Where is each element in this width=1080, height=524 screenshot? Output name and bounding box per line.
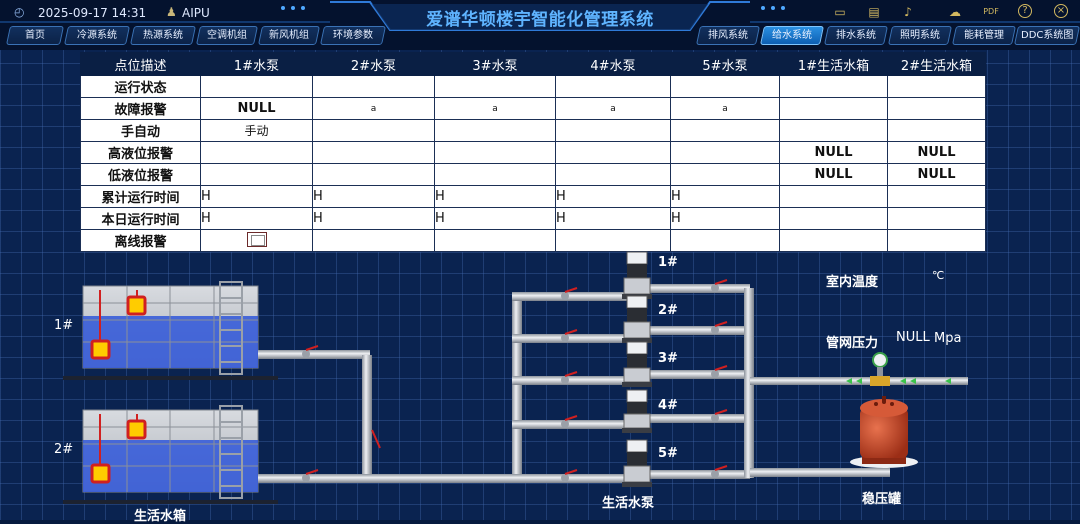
table-row: 运行状态 [80,75,986,98]
low-level-sensor-1[interactable] [90,339,111,360]
clock-icon: ◴ [14,5,25,19]
tank-1-label: 1# [54,318,74,333]
pressure-vessel[interactable] [850,396,918,468]
pdf-icon[interactable]: PDF [983,7,999,16]
top-bar: ◴ 2025-09-17 14:31 ♟ AIPU 爱谱华顿楼宇智能化管理系统 … [0,0,1080,50]
high-level-sensor-2[interactable] [126,419,147,440]
tank-2-label: 2# [54,442,74,457]
document-icon[interactable]: ▤ [868,5,880,19]
user-name: AIPU [182,6,210,20]
flow-arrows [846,378,951,384]
monitor-icon[interactable]: ▭ [834,5,846,19]
high-level-sensor-1[interactable] [126,295,147,316]
table-cell [887,229,986,252]
valves [302,279,728,482]
pump-3[interactable] [622,341,652,387]
row-label: 高液位报警 [80,141,201,164]
close-icon[interactable]: × [1054,4,1068,18]
column-header: 4#水泵 [555,52,671,76]
datetime: 2025-09-17 14:31 [38,6,147,20]
pump-4-label: 4# [658,398,678,413]
tanks-caption: 生活水箱 [134,509,187,524]
pump-3-label: 3# [658,351,678,366]
pump-5-label: 5# [658,446,678,461]
top-bar-lines [0,6,1080,23]
water-tank-1[interactable] [63,281,278,380]
row-label: 运行状态 [80,75,201,98]
row-label: 本日运行时间 [80,207,201,230]
table-row: 离线报警 [80,229,986,252]
pressure-value: NULL [896,330,930,345]
pumps-caption: 生活水泵 [602,496,655,511]
pressure-unit: Mpa [934,331,962,346]
pump-2-label: 2# [658,303,678,318]
table-row: 手自动 手动 [80,119,986,142]
pump-5[interactable] [622,439,652,487]
offline-alarm-icon[interactable] [246,231,267,247]
table-cell: NULL [200,97,313,120]
user-icon: ♟ [166,5,177,19]
water-tank-2[interactable] [63,405,278,504]
indoor-temp-unit: ℃ [932,269,945,282]
bell-icon[interactable]: ♪ [904,5,912,19]
system-title: 爱谱华顿楼宇智能化管理系统 [426,10,654,30]
column-header: 1#生活水箱 [779,52,888,76]
title-frame [330,0,750,31]
pump-2[interactable] [622,295,652,343]
vessel-caption: 稳压罐 [862,492,902,507]
pump-1[interactable] [622,251,652,299]
row-label: 低液位报警 [80,163,201,186]
pressure-gauge-icon[interactable] [870,352,890,386]
pump-4[interactable] [622,389,652,433]
weather-icon[interactable]: ☁ [949,5,961,19]
pressure-label: 管网压力 [826,336,879,351]
supply-pipes [258,284,968,483]
row-label: 手自动 [80,119,201,142]
column-header: 1#水泵 [200,52,313,76]
point-table: 点位描述 1#水泵 2#水泵 3#水泵 4#水泵 5#水泵 1#生活水箱 2#生… [80,52,986,252]
indoor-temp-label: 室内温度 [826,275,879,290]
column-header: 5#水泵 [670,52,780,76]
row-label: 离线报警 [80,229,201,252]
help-icon[interactable]: ? [1018,4,1032,18]
low-level-sensor-2[interactable] [90,463,111,484]
pump-1-label: 1# [658,255,678,270]
column-header: 2#水泵 [312,52,435,76]
